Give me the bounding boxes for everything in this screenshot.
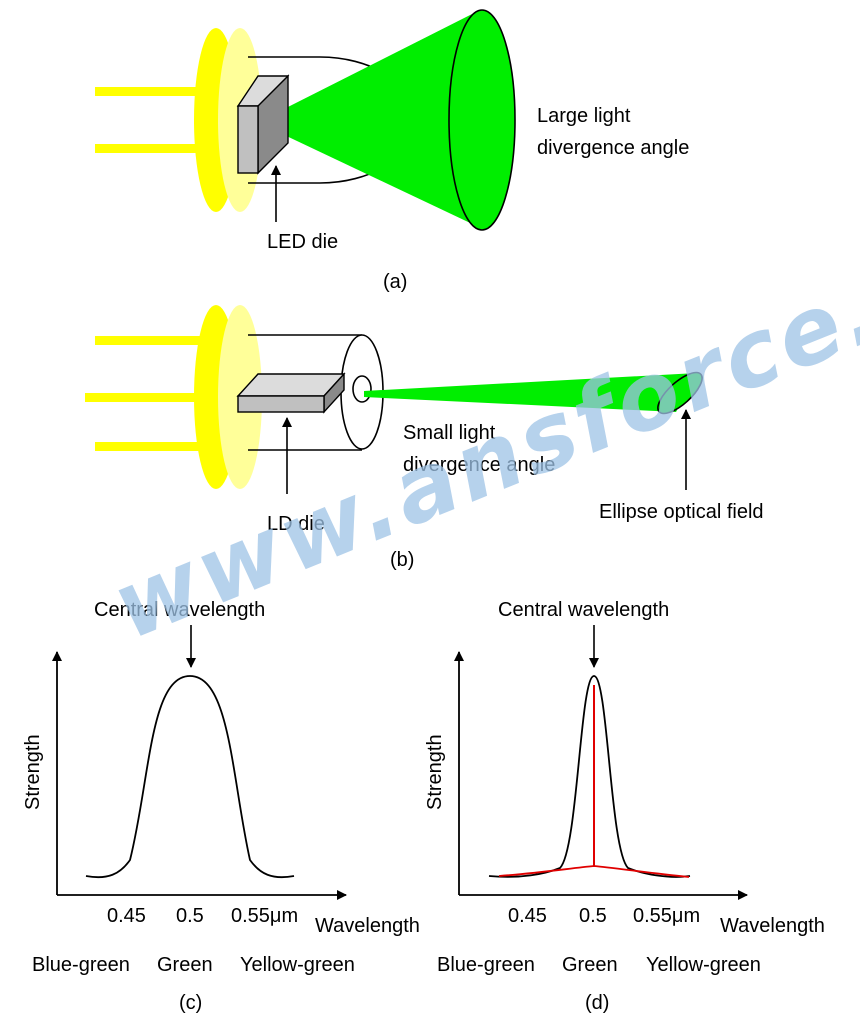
panel-c-caption: (c): [179, 992, 202, 1014]
c-color-yellow-green: Yellow-green: [240, 954, 355, 976]
led-wide-beam: [278, 10, 485, 230]
panel-a: LED die Large light divergence angle (a): [95, 9, 689, 293]
ld-window: [352, 375, 372, 403]
led-pin-bottom: [95, 144, 205, 153]
d-color-yellow-green: Yellow-green: [646, 954, 761, 976]
led-die: [236, 74, 290, 175]
c-tick-05: 0.5: [176, 905, 204, 927]
d-color-green: Green: [562, 954, 618, 976]
ld-pin-bottom: [95, 442, 205, 451]
panel-b: LD die Small light divergence angle Elli…: [85, 305, 764, 571]
panel-b-caption: (b): [390, 549, 414, 571]
d-color-blue-green: Blue-green: [437, 954, 535, 976]
d-spectrum-curve: [488, 675, 691, 878]
d-x-axis-label: Wavelength: [720, 915, 825, 937]
ld-beam-label-2: divergence angle: [403, 454, 555, 476]
ld-pin-middle: [85, 393, 205, 402]
c-tick-045: 0.45: [107, 905, 146, 927]
c-color-blue-green: Blue-green: [32, 954, 130, 976]
d-tick-05: 0.5: [579, 905, 607, 927]
led-beam-label-2: divergence angle: [537, 137, 689, 159]
led-beam-end: [448, 9, 516, 231]
c-x-axis-label: Wavelength: [315, 915, 420, 937]
c-tick-055: 0.55μm: [231, 905, 298, 927]
d-tick-045: 0.45: [508, 905, 547, 927]
d-tick-055: 0.55μm: [633, 905, 700, 927]
ld-beam-end: [657, 371, 703, 415]
led-pin-top: [95, 87, 205, 96]
c-color-green: Green: [157, 954, 213, 976]
panel-a-caption: (a): [383, 271, 407, 293]
c-y-axis-label: Strength: [22, 734, 44, 810]
c-top-label: Central wavelength: [94, 599, 265, 621]
c-spectrum-curve: [85, 675, 295, 879]
led-beam-label-1: Large light: [537, 105, 631, 127]
ld-die: [236, 372, 346, 414]
ld-field-label: Ellipse optical field: [599, 501, 764, 523]
ld-narrow-beam: [364, 373, 697, 412]
led-die-label: LED die: [267, 231, 338, 253]
ld-pin-top: [95, 336, 205, 345]
panel-d: Central wavelength Strength Wavelength 0…: [424, 599, 825, 1014]
panel-d-caption: (d): [585, 992, 609, 1014]
ld-die-label: LD die: [267, 513, 325, 535]
d-y-axis-label: Strength: [424, 734, 446, 810]
panel-c: Central wavelength Strength Wavelength 0…: [22, 599, 420, 1014]
ld-beam-label-1: Small light: [403, 422, 496, 444]
d-top-label: Central wavelength: [498, 599, 669, 621]
